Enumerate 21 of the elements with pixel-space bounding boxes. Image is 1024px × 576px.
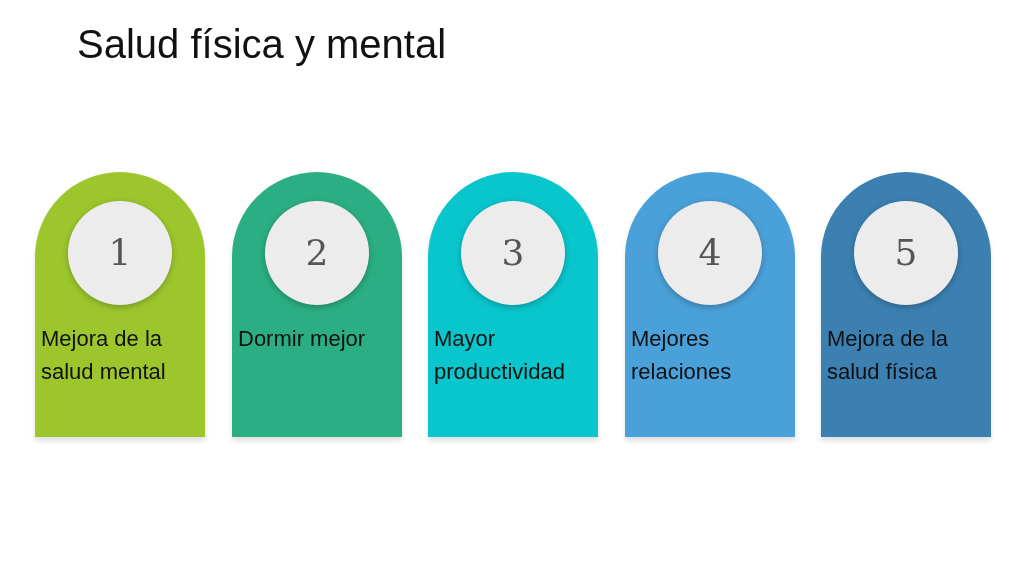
step-label: Mayor productividad xyxy=(434,325,566,386)
step-label: Mejora de la salud mental xyxy=(41,325,167,386)
number-circle xyxy=(854,201,958,305)
step-card xyxy=(232,172,402,437)
title: Salud física y mental xyxy=(77,22,447,67)
step-label: Mejores relaciones xyxy=(631,325,733,386)
number-circle xyxy=(68,201,172,305)
step-label: Dormir mejor xyxy=(238,325,367,353)
step-label: Mejora de la salud física xyxy=(827,325,950,386)
step-card xyxy=(625,172,795,437)
step-number: 4 xyxy=(698,235,722,271)
number-circle xyxy=(461,201,565,305)
step-number: 3 xyxy=(501,235,525,271)
number-circle xyxy=(265,201,369,305)
step-card xyxy=(428,172,598,437)
step-number: 5 xyxy=(894,235,918,271)
step-card xyxy=(821,172,991,437)
step-number: 1 xyxy=(108,235,132,271)
step-card xyxy=(35,172,205,437)
step-number: 2 xyxy=(305,235,329,271)
number-circle xyxy=(658,201,762,305)
